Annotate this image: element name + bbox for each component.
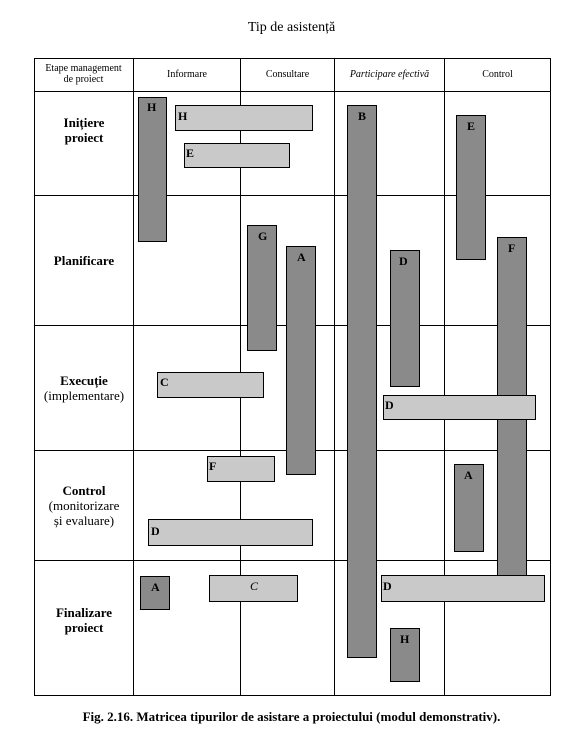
bar-e-informare-consultare: E	[184, 143, 290, 168]
bar-e-control: E	[456, 115, 486, 260]
bar-b-participare: B	[347, 105, 377, 658]
bar-h-informare-consultare: H	[175, 105, 313, 131]
diagram-title: Tip de asistență	[247, 20, 336, 35]
header-participare: Participare efectivă	[349, 68, 430, 80]
bar-h-participare: H	[390, 628, 420, 682]
header-control: Control	[482, 68, 513, 80]
bar-c-informare-consultare: C	[157, 372, 264, 398]
header-consultare: Consultare	[265, 68, 310, 80]
row-label-executie: Execuție(implementare)	[43, 373, 125, 403]
bar-d-participare-control: D	[383, 395, 536, 420]
bar-d-participare-control-final: D	[381, 575, 545, 602]
header-informare: Informare	[167, 68, 207, 80]
bar-h-informare: H	[138, 97, 167, 242]
bar-d-informare-consultare: D	[148, 519, 313, 546]
bar-c-informare-consultare-final: C	[209, 575, 298, 602]
row-label-planificare: Planificare	[53, 253, 115, 268]
bar-f-informare-consultare: F	[207, 456, 275, 482]
bar-g-consultare: G	[247, 225, 277, 351]
bar-a-consultare: A	[286, 246, 316, 475]
bar-d-participare: D	[390, 250, 420, 387]
bar-a-informare: A	[140, 576, 170, 610]
bar-a-control: A	[454, 464, 484, 552]
figure-caption: Fig. 2.16. Matricea tipurilor de asistar…	[82, 709, 501, 724]
